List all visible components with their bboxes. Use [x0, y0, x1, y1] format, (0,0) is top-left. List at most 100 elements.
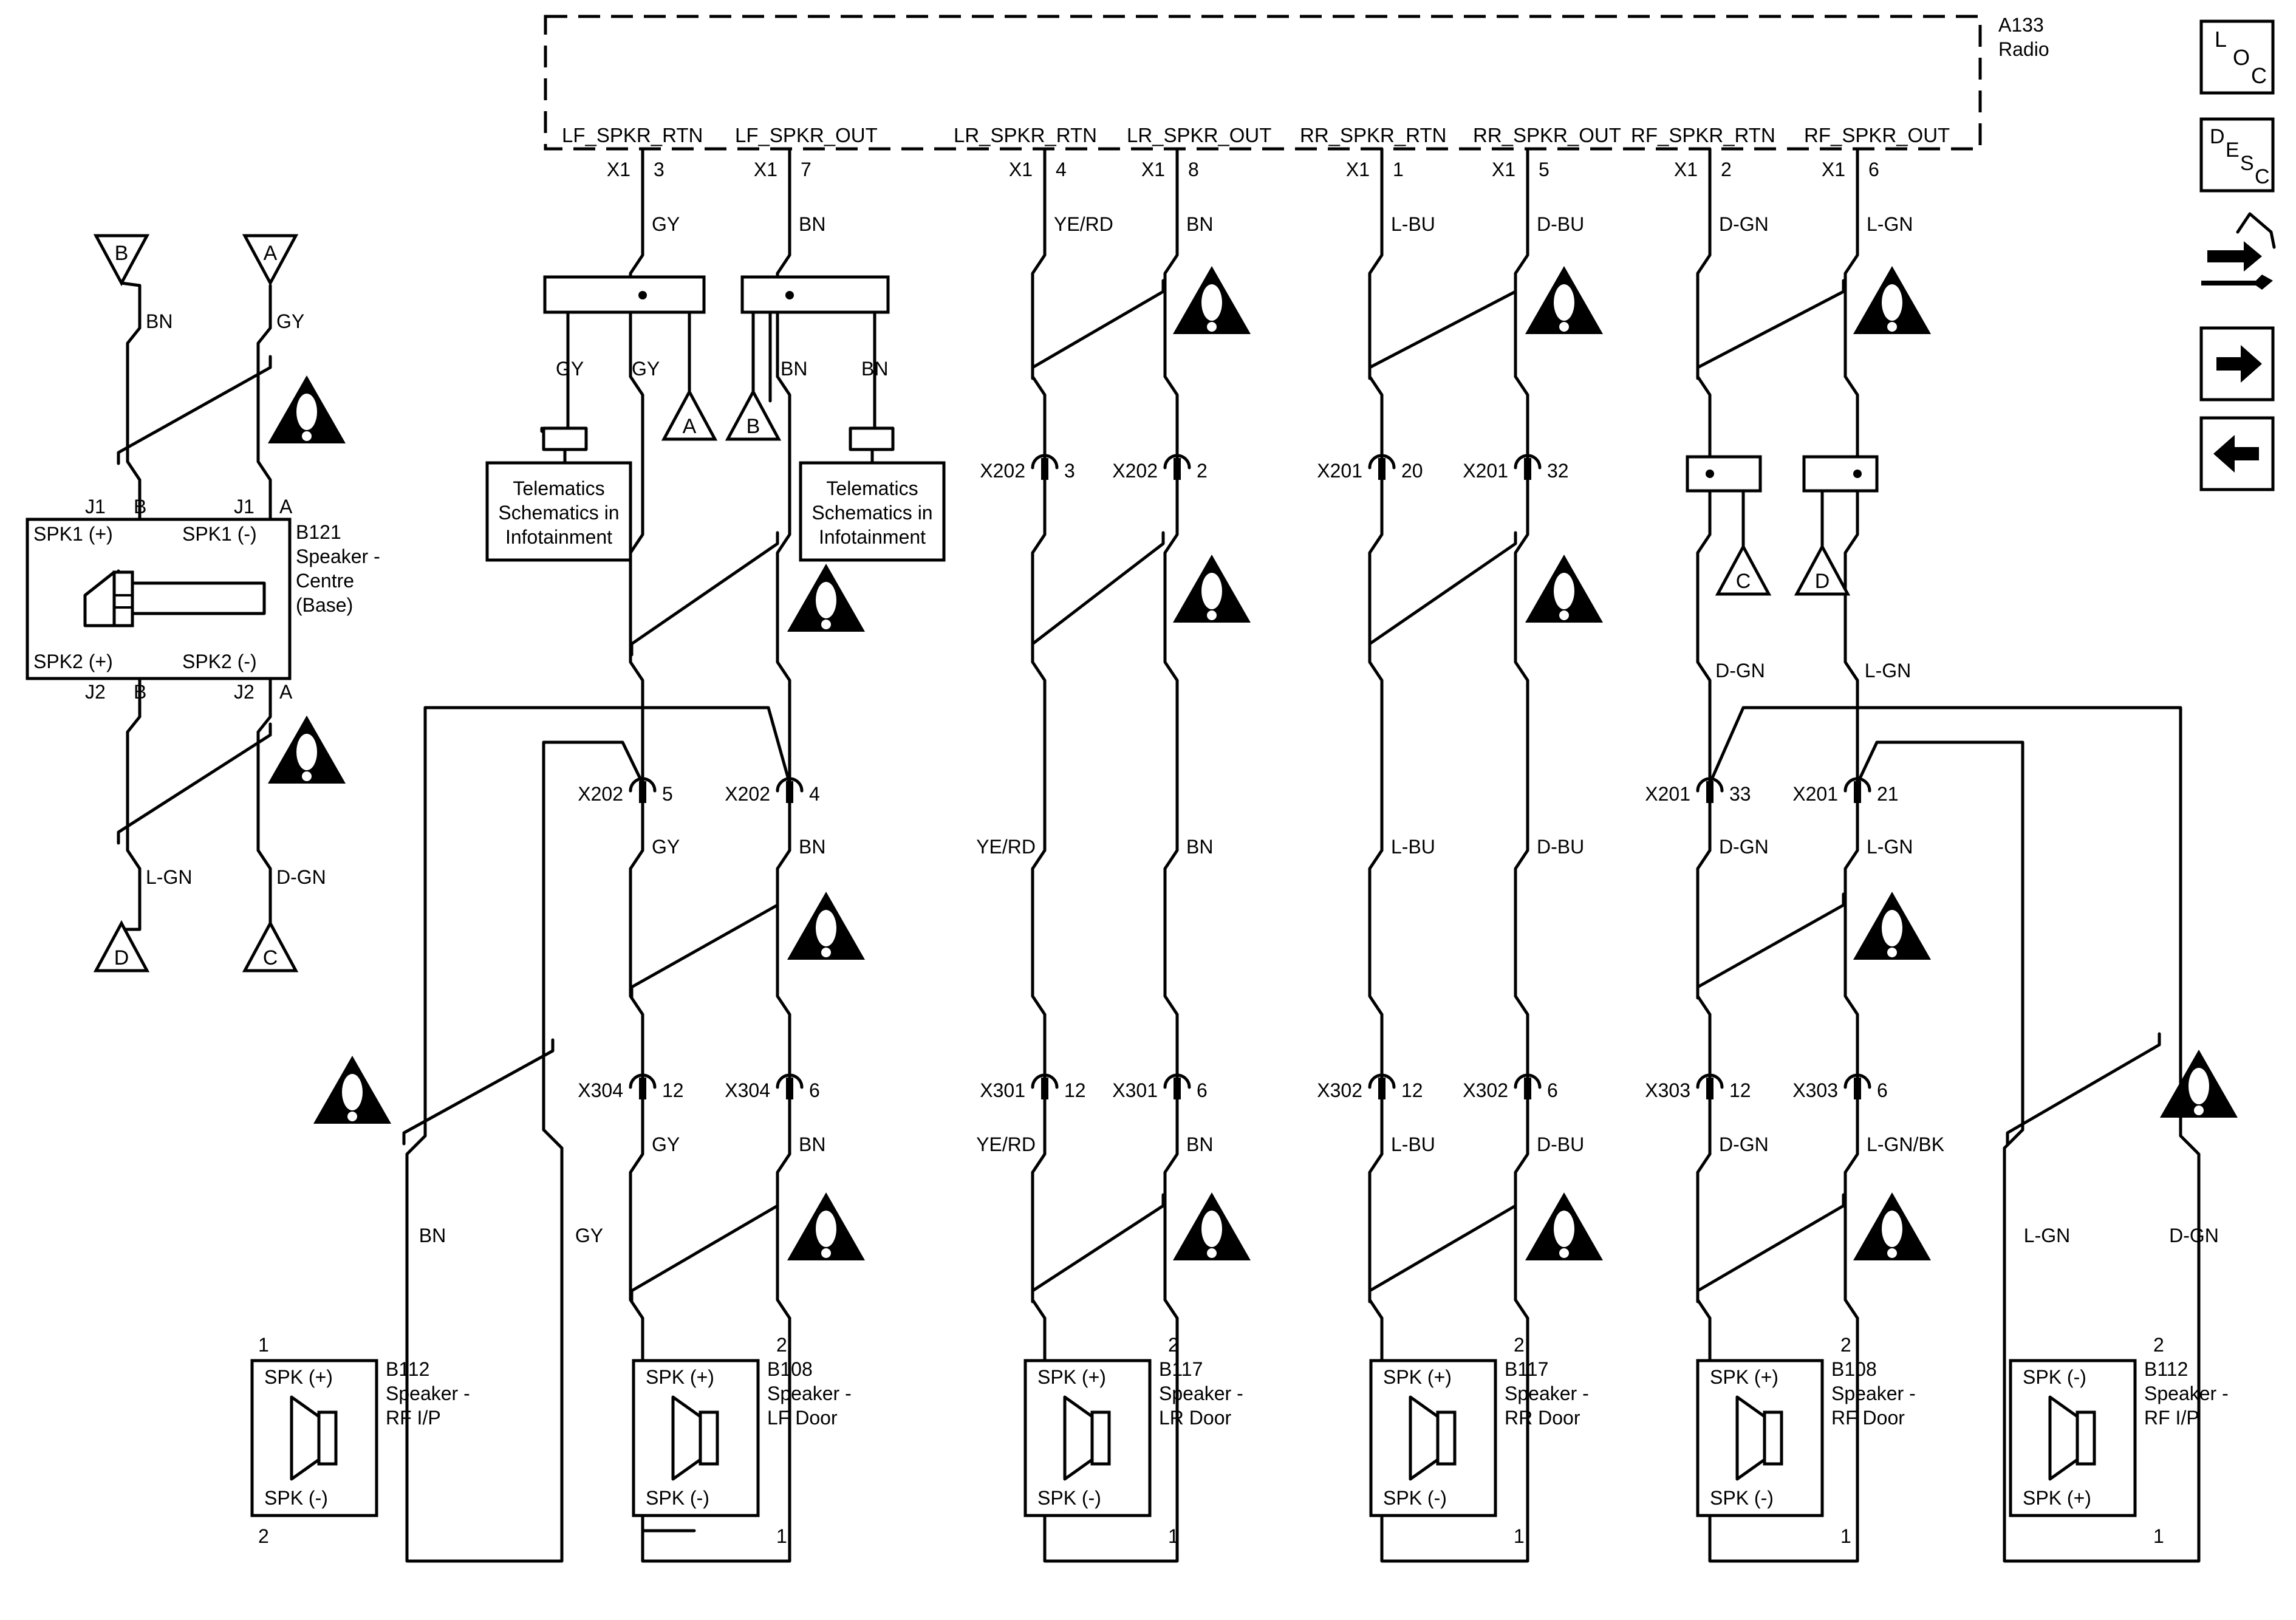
radio-pin: 4 — [1056, 159, 1067, 180]
wire-color-label: D-GN — [2169, 1225, 2219, 1246]
warning-icon — [268, 375, 346, 443]
speaker-terminal-label: SPK (+) — [646, 1366, 714, 1388]
svg-text:Schematics in: Schematics in — [498, 502, 619, 524]
speaker-ref: B112 — [2144, 1358, 2188, 1380]
splice-ref-c: C — [1715, 543, 1772, 596]
speaker-pin: 1 — [776, 1525, 787, 1547]
loc-icon[interactable]: LOC — [2199, 19, 2275, 95]
speaker-name: RF I/P — [386, 1407, 441, 1429]
wire-color-label: BN — [419, 1225, 446, 1246]
twist-line — [1696, 892, 1845, 1000]
wire-color-label: GY — [575, 1225, 603, 1246]
radio-name: Radio — [1998, 38, 2049, 60]
wire-color-label: BN — [861, 358, 888, 380]
warning-icon — [1853, 266, 1931, 334]
wire-color-label: D-BU — [1537, 836, 1584, 858]
wire-col-1 — [629, 147, 644, 1338]
connector-pin: 12 — [662, 1079, 684, 1101]
svg-text:A: A — [279, 681, 293, 703]
splice-ref-a: A — [661, 388, 718, 441]
splice-ref-c: C — [242, 920, 299, 972]
twist-line — [1368, 1193, 1517, 1304]
twist-line — [630, 1193, 779, 1304]
speaker-pin: 1 — [1840, 1525, 1851, 1547]
connector-ref: X303 — [1645, 1079, 1690, 1101]
svg-text:J2: J2 — [234, 681, 255, 703]
wire-color-label: YE/RD — [1054, 213, 1113, 235]
connector-pin: 6 — [1547, 1079, 1558, 1101]
wire-splice-gy-tele — [542, 299, 588, 451]
twist-line — [1031, 1193, 1165, 1304]
speaker-pin: 1 — [1168, 1525, 1179, 1547]
speaker-name: Speaker - — [2144, 1382, 2229, 1404]
wire-color-label: L-GN — [2024, 1225, 2070, 1246]
wire-color-label: YE/RD — [976, 836, 1036, 858]
svg-text:Centre: Centre — [296, 570, 354, 592]
radio-signal-4: LR_SPKR_OUT — [1127, 124, 1271, 146]
svg-text:SPK2 (-): SPK2 (-) — [182, 651, 257, 672]
twist-line — [1696, 1193, 1845, 1304]
wire-color-label: L-GN/BK — [1867, 1133, 1944, 1155]
splice-ref-a: A — [242, 234, 299, 287]
connector-ref: X202 — [578, 783, 623, 805]
wire-color-label: BN — [781, 358, 807, 380]
diagnostic-connector-icon[interactable] — [2201, 212, 2276, 290]
speaker-terminal-label: SPK (-) — [1710, 1487, 1774, 1509]
wire-col-3 — [1031, 147, 1047, 1338]
icon-letter: O — [2233, 45, 2250, 70]
speaker-ref: B117 — [1159, 1358, 1203, 1380]
svg-text:B: B — [134, 496, 146, 518]
wire-centre-lgn-bot — [126, 677, 142, 931]
warning-icon — [2160, 1050, 2238, 1118]
warning-icon — [787, 564, 865, 632]
speaker-terminal-label: SPK (+) — [264, 1366, 333, 1388]
arrow-left-icon[interactable] — [2199, 416, 2275, 491]
warning-icon — [268, 716, 346, 784]
connector-ref: X201 — [1317, 460, 1362, 482]
speaker-pin: 2 — [776, 1334, 787, 1356]
connector-ref: X303 — [1792, 1079, 1838, 1101]
warning-icon — [1173, 1192, 1251, 1260]
speaker-terminal-label: SPK (+) — [1037, 1366, 1106, 1388]
connector-pin: 21 — [1877, 783, 1899, 805]
wire-col-7 — [1696, 147, 1712, 1338]
splice-ref-letter: C — [1736, 570, 1751, 593]
wire-color-label: D-GN — [1719, 1133, 1769, 1155]
wire — [120, 281, 142, 287]
wire-color-label: BN — [1186, 213, 1213, 235]
icon-letter: C — [2251, 63, 2267, 88]
wire-color-label: L-BU — [1391, 1133, 1435, 1155]
splice-ref-letter: B — [747, 415, 760, 438]
wire-color-label: D-BU — [1537, 213, 1584, 235]
wire-color-label: BN — [1186, 836, 1213, 858]
icon-letter: L — [2215, 27, 2227, 52]
wire-rf-ip-gy — [405, 706, 644, 1563]
connector-ref: X202 — [725, 783, 770, 805]
speaker-pin: 1 — [258, 1334, 269, 1356]
svg-text:Telematics: Telematics — [513, 477, 604, 499]
wire-color-label: BN — [799, 836, 825, 858]
wire-col-6 — [1514, 147, 1529, 1338]
wire-centre-dgn-bot — [256, 677, 272, 931]
splice-box-lf-rtn — [543, 275, 706, 314]
splice-ref-letter: B — [115, 242, 129, 265]
radio-conn: X1 — [754, 159, 777, 180]
arrow-right-icon[interactable] — [2199, 326, 2275, 402]
speaker-name: RF Door — [1831, 1407, 1905, 1429]
connector-ref: X301 — [1112, 1079, 1158, 1101]
wire-color-label: L-GN — [1867, 213, 1913, 235]
speaker-name: RR Door — [1505, 1407, 1580, 1429]
centre-speaker-b121: SPK1 (+) SPK1 (-) SPK2 (+) SPK2 (-) J1 B… — [26, 496, 380, 703]
wire-color-label: GY — [276, 310, 304, 332]
connector-pin: 2 — [1197, 460, 1208, 482]
speaker-name: Speaker - — [386, 1382, 470, 1404]
